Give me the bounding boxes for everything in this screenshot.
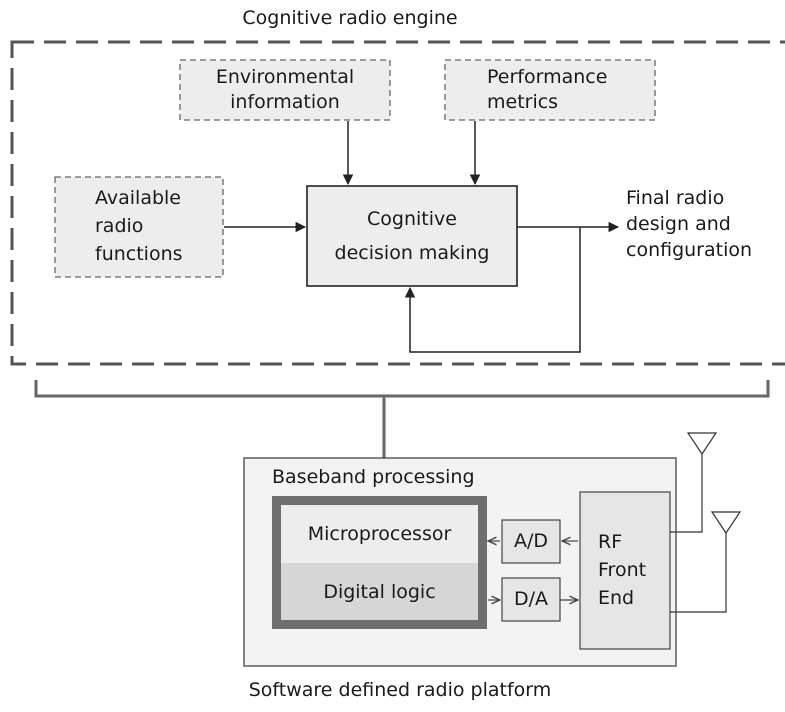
output-line-3: configuration: [626, 239, 753, 261]
adc-label: A/D: [513, 530, 549, 552]
decision-box: [306, 185, 518, 287]
engine-title: Cognitive radio engine: [242, 7, 458, 29]
feedback-loop-arrow: [404, 227, 581, 353]
dac-label: D/A: [513, 588, 549, 610]
env-info-box: [179, 59, 391, 121]
rf-line-1: RF: [598, 531, 623, 553]
rf-line-3: End: [598, 587, 635, 609]
env-info-line-1: Environmental: [215, 66, 355, 88]
digital-logic-box: [281, 563, 478, 620]
avail-funcs-line-2: radio: [95, 215, 144, 237]
rf-line-2: Front: [598, 559, 647, 581]
perf-metrics-box: [444, 59, 656, 121]
adc-box: [501, 519, 561, 564]
microprocessor-label: Microprocessor: [307, 523, 452, 545]
output-line-1: Final radio: [626, 187, 725, 209]
antenna-2-icon: [670, 511, 742, 613]
avail-funcs-line-3: functions: [95, 243, 183, 265]
engine-bracket: [34, 380, 770, 398]
decision-line-2: decision making: [334, 242, 490, 264]
digital-logic-label: Digital logic: [323, 581, 436, 603]
output-line-2: design and: [626, 213, 731, 235]
engine-container: [10, 40, 785, 366]
rf-frontend-box: [579, 491, 671, 650]
baseband-label: Baseband processing: [272, 466, 475, 488]
decision-line-1: Cognitive: [367, 208, 457, 230]
perf-metrics-line-2: metrics: [487, 91, 559, 113]
env-info-line-2: information: [230, 91, 340, 113]
avail-funcs-line-1: Available: [95, 187, 182, 209]
perf-metrics-line-1: Performance: [487, 66, 608, 88]
antenna-1-icon: [670, 432, 718, 533]
microprocessor-box: [281, 505, 478, 563]
avail-funcs-box: [54, 176, 224, 278]
dac-box: [501, 577, 561, 622]
platform-title: Software defined radio platform: [248, 679, 552, 701]
